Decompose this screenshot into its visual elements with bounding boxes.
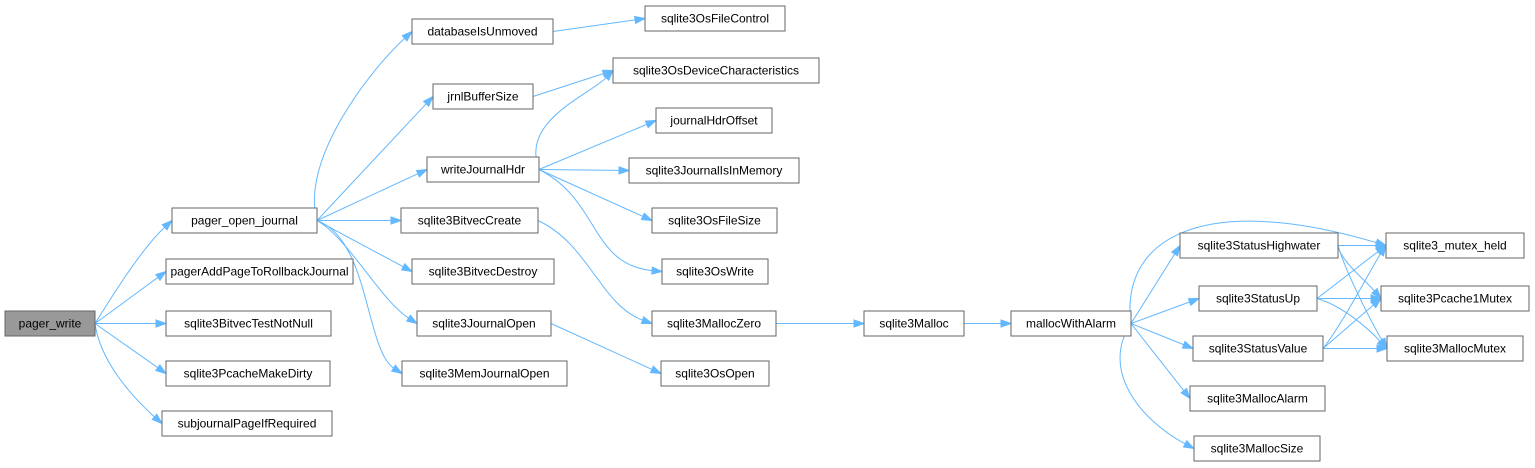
node-pagerAddPageToRollbackJournal[interactable]: pagerAddPageToRollbackJournal: [165, 258, 354, 285]
node-label: writeJournalHdr: [440, 163, 525, 177]
node-sqlite3MallocZero[interactable]: sqlite3MallocZero: [651, 310, 777, 337]
node-label: sqlite3OsDeviceCharacteristics: [633, 64, 799, 78]
edge-sqlite3StatusUp-to-sqlite3MallocMutex: [1316, 298, 1389, 350]
node-label: jrnlBufferSize: [446, 90, 518, 104]
edge-mallocWithAlarm-to-sqlite3StatusHighwater: [1130, 244, 1181, 324]
edge-sqlite3Malloc-to-mallocWithAlarm: [964, 319, 1013, 328]
edge-pager_write-to-pager_open_journal: [94, 219, 174, 324]
node-sqlite3BitvecTestNotNull[interactable]: sqlite3BitvecTestNotNull: [165, 310, 332, 337]
node-sqlite3BitvecCreate[interactable]: sqlite3BitvecCreate: [400, 207, 539, 234]
node-sqlite3OsOpen[interactable]: sqlite3OsOpen: [660, 360, 770, 387]
node-sqlite3StatusUp[interactable]: sqlite3StatusUp: [1198, 285, 1318, 312]
node-sqlite3JournalIsInMemory[interactable]: sqlite3JournalIsInMemory: [628, 157, 800, 184]
edge-mallocWithAlarm-to-sqlite3MallocSize: [1119, 323, 1196, 450]
edge-databaseIsUnmoved-to-sqlite3OsFileControl: [552, 15, 647, 32]
node-label: sqlite3MallocZero: [667, 317, 761, 331]
node-databaseIsUnmoved[interactable]: databaseIsUnmoved: [411, 18, 554, 45]
node-sqlite3Malloc[interactable]: sqlite3Malloc: [863, 310, 965, 337]
edge-sqlite3StatusUp-to-sqlite3Pcache1Mutex: [1317, 294, 1383, 303]
node-sqlite3OsWrite[interactable]: sqlite3OsWrite: [661, 258, 769, 285]
edge-writeJournalHdr-to-journalHdrOffset: [538, 119, 658, 170]
node-sqlite3MallocSize[interactable]: sqlite3MallocSize: [1193, 435, 1321, 462]
edge-writeJournalHdr-to-sqlite3OsDeviceCharacteristics: [535, 69, 615, 170]
node-sqlite3MallocAlarm[interactable]: sqlite3MallocAlarm: [1189, 385, 1326, 412]
node-pager_write: pager_write: [4, 310, 96, 337]
node-sqlite3MemJournalOpen[interactable]: sqlite3MemJournalOpen: [401, 360, 568, 387]
node-label: sqlite3_mutex_held: [1403, 239, 1506, 253]
node-journalHdrOffset[interactable]: journalHdrOffset: [655, 107, 773, 134]
node-mallocWithAlarm[interactable]: mallocWithAlarm: [1010, 310, 1132, 337]
node-sqlite3OsDeviceCharacteristics[interactable]: sqlite3OsDeviceCharacteristics: [612, 57, 820, 84]
node-writeJournalHdr[interactable]: writeJournalHdr: [426, 156, 540, 183]
node-label: sqlite3Pcache1Mutex: [1398, 292, 1512, 306]
edge-mallocWithAlarm-to-sqlite3StatusUp: [1130, 297, 1201, 324]
node-sqlite3StatusHighwater[interactable]: sqlite3StatusHighwater: [1179, 232, 1339, 259]
edge-pager_open_journal-to-writeJournalHdr: [316, 168, 429, 221]
node-label: subjournalPageIfRequired: [178, 417, 317, 431]
edge-pager_open_journal-to-databaseIsUnmoved: [314, 30, 414, 221]
node-label: sqlite3MallocAlarm: [1207, 392, 1308, 406]
node-label: sqlite3OsWrite: [676, 265, 754, 279]
node-label: sqlite3BitvecCreate: [418, 214, 522, 228]
node-sqlite3JournalOpen[interactable]: sqlite3JournalOpen: [416, 310, 552, 337]
edge-sqlite3StatusValue-to-sqlite3Pcache1Mutex: [1322, 297, 1383, 349]
node-label: sqlite3OsFileControl: [661, 12, 769, 26]
node-label: sqlite3BitvecDestroy: [429, 265, 538, 279]
edge-pager_open_journal-to-jrnlBufferSize: [316, 95, 435, 221]
edge-sqlite3MallocZero-to-sqlite3Malloc: [776, 319, 866, 328]
node-label: databaseIsUnmoved: [427, 25, 537, 39]
edge-pager_write-to-subjournalPageIfRequired: [94, 323, 164, 425]
edge-mallocWithAlarm-to-sqlite3StatusValue: [1130, 323, 1195, 350]
edge-sqlite3StatusValue-to-sqlite3_mutex_held: [1322, 244, 1387, 349]
node-label: sqlite3PcacheMakeDirty: [184, 367, 313, 381]
edge-writeJournalHdr-to-sqlite3JournalIsInMemory: [538, 166, 631, 175]
edge-pager_open_journal-to-sqlite3JournalOpen: [316, 220, 419, 325]
node-layer: pager_write pager_open_journal pagerAddPag…: [4, 5, 1530, 462]
node-sqlite3_mutex_held[interactable]: sqlite3_mutex_held: [1385, 232, 1525, 259]
node-sqlite3PcacheMakeDirty[interactable]: sqlite3PcacheMakeDirty: [165, 360, 331, 387]
edge-pager_write-to-sqlite3PcacheMakeDirty: [94, 323, 168, 375]
node-sqlite3OsFileSize[interactable]: sqlite3OsFileSize: [651, 207, 778, 234]
node-label: sqlite3JournalIsInMemory: [646, 164, 783, 178]
edge-writeJournalHdr-to-sqlite3OsWrite: [538, 169, 664, 275]
node-label: sqlite3BitvecTestNotNull: [184, 317, 313, 331]
node-label: sqlite3JournalOpen: [432, 317, 535, 331]
node-sqlite3MallocMutex[interactable]: sqlite3MallocMutex: [1386, 335, 1524, 362]
edge-pager_write-to-pagerAddPageToRollbackJournal: [94, 270, 168, 324]
edge-sqlite3BitvecCreate-to-sqlite3MallocZero: [537, 220, 654, 325]
edge-pager_open_journal-to-sqlite3MemJournalOpen: [316, 220, 404, 375]
node-sqlite3StatusValue[interactable]: sqlite3StatusValue: [1192, 335, 1324, 362]
node-label: sqlite3MallocSize: [1211, 442, 1304, 456]
node-sqlite3Pcache1Mutex[interactable]: sqlite3Pcache1Mutex: [1380, 285, 1530, 312]
node-label: pagerAddPageToRollbackJournal: [170, 265, 348, 279]
edge-sqlite3JournalOpen-to-sqlite3OsOpen: [550, 323, 663, 375]
node-label: pager_open_journal: [191, 214, 298, 228]
node-label: mallocWithAlarm: [1026, 317, 1116, 331]
edge-mallocWithAlarm-to-sqlite3MallocAlarm: [1130, 323, 1191, 400]
node-label: sqlite3MallocMutex: [1404, 342, 1506, 356]
node-label: sqlite3StatusUp: [1216, 292, 1300, 306]
node-sqlite3BitvecDestroy[interactable]: sqlite3BitvecDestroy: [411, 258, 555, 285]
edge-jrnlBufferSize-to-sqlite3OsDeviceCharacteristics: [532, 69, 615, 97]
edge-pager_open_journal-to-sqlite3BitvecDestroy: [316, 220, 414, 273]
edge-writeJournalHdr-to-sqlite3OsFileSize: [538, 169, 654, 222]
node-label: sqlite3OsOpen: [675, 367, 754, 381]
edge-layer: [94, 15, 1389, 450]
node-label: sqlite3OsFileSize: [668, 214, 761, 228]
node-label: journalHdrOffset: [669, 114, 758, 128]
node-label: sqlite3StatusValue: [1209, 342, 1308, 356]
node-pager_open_journal[interactable]: pager_open_journal: [171, 207, 318, 234]
node-label: sqlite3Malloc: [879, 317, 948, 331]
node-subjournalPageIfRequired[interactable]: subjournalPageIfRequired: [161, 410, 333, 437]
node-label: sqlite3StatusHighwater: [1198, 239, 1321, 253]
node-jrnlBufferSize[interactable]: jrnlBufferSize: [432, 83, 534, 110]
node-label: sqlite3MemJournalOpen: [419, 367, 549, 381]
edge-pager_open_journal-to-sqlite3BitvecCreate: [317, 216, 403, 225]
edge-pager_write-to-sqlite3BitvecTestNotNull: [95, 319, 168, 328]
node-sqlite3OsFileControl[interactable]: sqlite3OsFileControl: [644, 5, 786, 32]
edge-sqlite3StatusValue-to-sqlite3MallocMutex: [1323, 344, 1389, 353]
node-label: pager_write: [19, 317, 82, 331]
